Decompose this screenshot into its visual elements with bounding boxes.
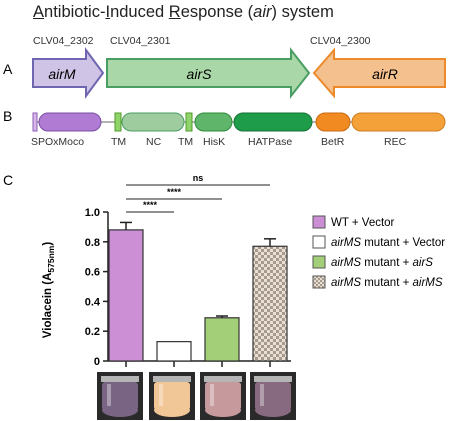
panel-label-a: A bbox=[3, 61, 13, 77]
tube-rim bbox=[254, 376, 292, 382]
y-tick-label: 0.4 bbox=[85, 296, 101, 308]
legend-swatch-airms-vector bbox=[312, 235, 326, 249]
domain-label-rec: REC bbox=[384, 136, 407, 148]
tube-bottom bbox=[102, 403, 138, 417]
tube-photo-2 bbox=[149, 372, 195, 420]
title-part: ) system bbox=[271, 3, 334, 21]
domain-hatpase bbox=[233, 112, 313, 132]
title-letter-a: A bbox=[33, 3, 45, 21]
domain-label-hisk: HisK bbox=[203, 136, 225, 148]
y-axis-label-end: ) bbox=[42, 242, 54, 246]
x-ticks bbox=[125, 361, 271, 367]
legend-label-wt-vector: WT + Vector bbox=[331, 217, 395, 229]
gene-arrow-airR bbox=[312, 47, 446, 99]
gene-id-airS: CLV04_2301 bbox=[110, 35, 171, 47]
legend: WT + Vector airMS mutant + Vector airMS … bbox=[312, 215, 445, 289]
bar-3 bbox=[204, 317, 240, 362]
significance-label: **** bbox=[167, 187, 182, 197]
y-tick-label: 0 bbox=[94, 356, 100, 368]
domain-rec bbox=[351, 112, 446, 132]
panel-label-c: C bbox=[3, 172, 13, 188]
legend-swatch-airms-airs bbox=[312, 255, 326, 269]
domain-hisk bbox=[194, 112, 233, 132]
tube-culture bbox=[102, 382, 138, 410]
bar-1 bbox=[108, 229, 144, 362]
title-letter-i: I bbox=[105, 3, 111, 21]
legend-swatch-wt-vector bbox=[312, 215, 326, 229]
domain-label-tm-2: TM bbox=[178, 136, 193, 148]
domain-spoxmoco-cap bbox=[32, 112, 38, 132]
tube-culture bbox=[205, 382, 241, 410]
tube-photo-4 bbox=[250, 372, 296, 420]
y-axis-label-main: Violacein (A bbox=[42, 273, 54, 339]
tube-highlight bbox=[159, 384, 163, 406]
tube-highlight bbox=[210, 384, 214, 406]
gene-arrow-airS bbox=[106, 47, 311, 99]
panel-label-b: B bbox=[3, 108, 12, 124]
tube-photo-1 bbox=[97, 372, 143, 420]
legend-label-airms-airs: airMS mutant + airS bbox=[331, 257, 433, 269]
domain-label-tm-1: TM bbox=[111, 136, 126, 148]
domain-label-nc: NC bbox=[146, 136, 162, 148]
domain-betr bbox=[315, 112, 351, 132]
significance-label: **** bbox=[143, 200, 158, 210]
tube-rim bbox=[153, 376, 191, 382]
tube-highlight bbox=[107, 384, 111, 406]
tube-photo-3 bbox=[200, 372, 246, 420]
culture-tube-photos bbox=[97, 372, 296, 420]
gene-label-airR: airR bbox=[372, 66, 398, 82]
gene-id-airR: CLV04_2300 bbox=[310, 35, 371, 47]
domain-nc bbox=[121, 112, 185, 132]
y-axis-label-sub: 575nm bbox=[46, 245, 56, 272]
y-tick-label: 0.6 bbox=[85, 267, 100, 279]
domain-label-betr: BetR bbox=[321, 136, 345, 148]
gene-map: CLV04_2302 CLV04_2301 CLV04_2300 airM ai… bbox=[32, 35, 446, 100]
y-tick-label: 0.8 bbox=[85, 237, 100, 249]
tube-rim bbox=[101, 376, 139, 382]
gene-arrow-airM bbox=[32, 46, 105, 100]
tube-bottom bbox=[255, 403, 291, 417]
significance-label: ns bbox=[193, 173, 204, 183]
bars bbox=[108, 221, 288, 362]
legend-swatch-airms-airms bbox=[312, 275, 326, 289]
legend-label-airms-vector: airMS mutant + Vector bbox=[331, 237, 445, 249]
title-letter-r: R bbox=[168, 3, 181, 21]
gene-label-airS: airS bbox=[187, 66, 213, 82]
tube-culture bbox=[154, 382, 190, 410]
domain-label-hatpase: HATPase bbox=[248, 136, 292, 148]
y-tick-label: 0.2 bbox=[85, 326, 100, 338]
domain-label-spoxmoco: SPOxMoco bbox=[31, 136, 84, 148]
y-ticks: 0 0.2 0.4 0.6 0.8 1.0 bbox=[85, 207, 108, 368]
bar-2 bbox=[156, 341, 192, 362]
legend-label-airms-airms: airMS mutant + airMS bbox=[331, 277, 443, 289]
y-tick-label: 1.0 bbox=[85, 207, 100, 219]
gene-label-airM: airM bbox=[48, 66, 76, 82]
tube-culture bbox=[255, 382, 291, 410]
domain-map: SPOxMoco TM NC TM HisK HATPase BetR REC bbox=[31, 112, 446, 148]
domain-tm-2 bbox=[185, 112, 193, 132]
title-part: esponse ( bbox=[180, 3, 254, 21]
significance-brackets: **** **** ns bbox=[126, 173, 270, 213]
figure-title: Antibiotic-Induced Response (air) system bbox=[33, 3, 334, 22]
tube-bottom bbox=[205, 403, 241, 417]
domain-tm-1 bbox=[114, 112, 122, 132]
gene-id-airM: CLV04_2302 bbox=[33, 35, 94, 47]
title-part: nduced bbox=[110, 3, 169, 21]
bar-4 bbox=[252, 245, 288, 362]
violacein-bar-chart: 0 0.2 0.4 0.6 0.8 1.0 **** **** ns Violacein (A… bbox=[42, 173, 291, 368]
domain-spoxmoco bbox=[38, 112, 102, 132]
tube-rim bbox=[204, 376, 242, 382]
title-part: ntibiotic- bbox=[44, 3, 106, 21]
tube-bottom bbox=[154, 403, 190, 417]
y-axis-label: Violacein (A575nm) bbox=[42, 242, 56, 339]
tube-highlight bbox=[260, 384, 264, 406]
title-air: air bbox=[253, 3, 272, 21]
